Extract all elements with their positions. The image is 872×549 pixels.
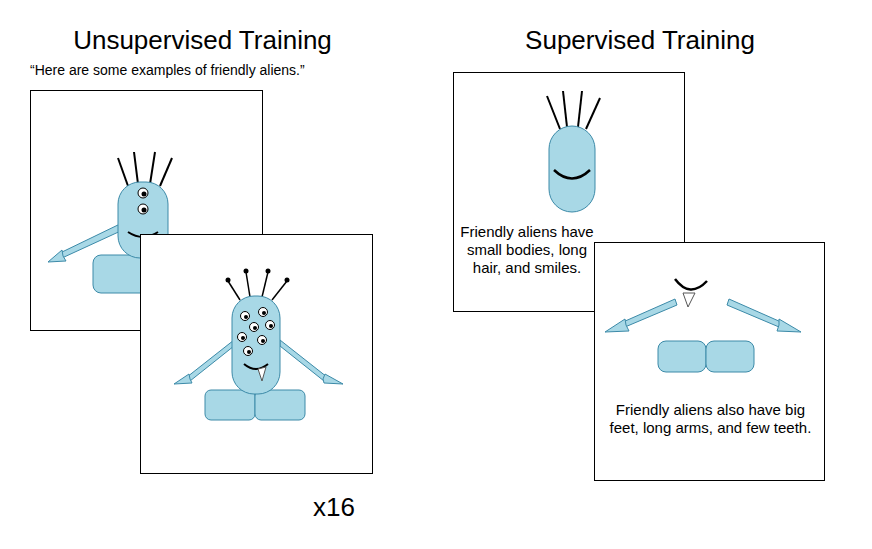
instruction-quote: “Here are some examples of friendly alie… <box>30 62 360 79</box>
section-heading: Unsupervised Training <box>30 25 375 56</box>
section-heading: Supervised Training <box>490 25 790 56</box>
alien-parts-figure <box>595 243 825 383</box>
example-card <box>141 235 373 474</box>
card-caption: Friendly aliens have small bodies, long … <box>460 223 594 277</box>
alien-figure <box>174 269 343 421</box>
alien-head-figure <box>454 73 684 223</box>
card-caption: Friendly aliens also have big feet, long… <box>607 401 814 437</box>
training-card: Friendly aliens also have big feet, long… <box>594 242 825 481</box>
repeat-count: x16 <box>298 492 370 523</box>
